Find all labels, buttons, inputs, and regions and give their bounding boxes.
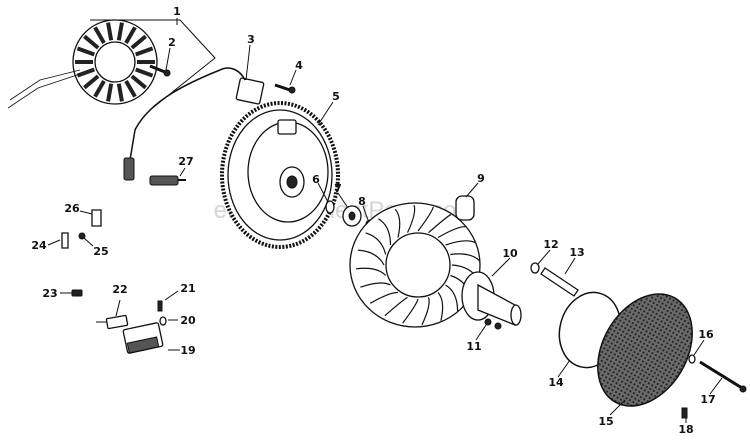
callout-2: 2 [168, 36, 176, 49]
callout-1: 1 [173, 5, 181, 18]
part-6-washer [325, 200, 335, 214]
callout-7: 7 [334, 182, 342, 195]
part-7-washer [342, 205, 362, 227]
part-18-screw [681, 407, 688, 419]
part-23-terminal [71, 289, 83, 297]
part-25-screw [78, 232, 86, 240]
part-16-washer [688, 354, 696, 364]
part-17-bolt [699, 360, 747, 393]
callout-5: 5 [332, 90, 340, 103]
callout-8: 8 [358, 195, 366, 208]
callout-11: 11 [466, 340, 481, 353]
part-3-ignition-module [123, 67, 265, 181]
callout-25: 25 [93, 245, 108, 258]
callout-4: 4 [295, 59, 303, 72]
callout-22: 22 [112, 283, 127, 296]
callout-18: 18 [678, 423, 693, 436]
part-1-stator [7, 19, 216, 111]
part-22-connector [96, 314, 129, 330]
callouts: 1 2 3 4 5 6 7 8 9 10 11 12 13 14 15 16 1… [31, 5, 715, 436]
part-5-flywheel [220, 101, 340, 249]
callout-15: 15 [598, 415, 613, 428]
part-9-fan [349, 195, 481, 328]
callout-20: 20 [180, 314, 196, 327]
callout-9: 9 [477, 172, 485, 185]
callout-23: 23 [42, 287, 57, 300]
callout-17: 17 [700, 393, 715, 406]
leader-lines [47, 18, 723, 423]
part-20-washer [159, 316, 167, 326]
callout-3: 3 [247, 33, 255, 46]
callout-6: 6 [312, 173, 320, 186]
part-27-spark-plug [149, 175, 186, 186]
callout-10: 10 [502, 247, 518, 260]
part-4-screw [274, 83, 296, 94]
part-2-screw [149, 64, 171, 77]
callout-19: 19 [180, 344, 195, 357]
part-11-screws [484, 318, 502, 330]
part-10-hub [461, 271, 522, 326]
callout-16: 16 [698, 328, 714, 341]
callout-14: 14 [548, 376, 564, 389]
part-12-washer [530, 262, 540, 274]
callout-24: 24 [31, 239, 47, 252]
part-21-screw [157, 300, 163, 312]
callout-13: 13 [569, 246, 584, 259]
part-24-bracket [61, 232, 69, 249]
callout-12: 12 [543, 238, 558, 251]
part-15-screen [597, 293, 693, 407]
callout-26: 26 [64, 202, 80, 215]
part-13-spacer [540, 267, 579, 297]
part-19-regulator [122, 322, 164, 354]
callout-27: 27 [178, 155, 193, 168]
part-26-bracket [91, 209, 102, 227]
callout-21: 21 [180, 282, 195, 295]
